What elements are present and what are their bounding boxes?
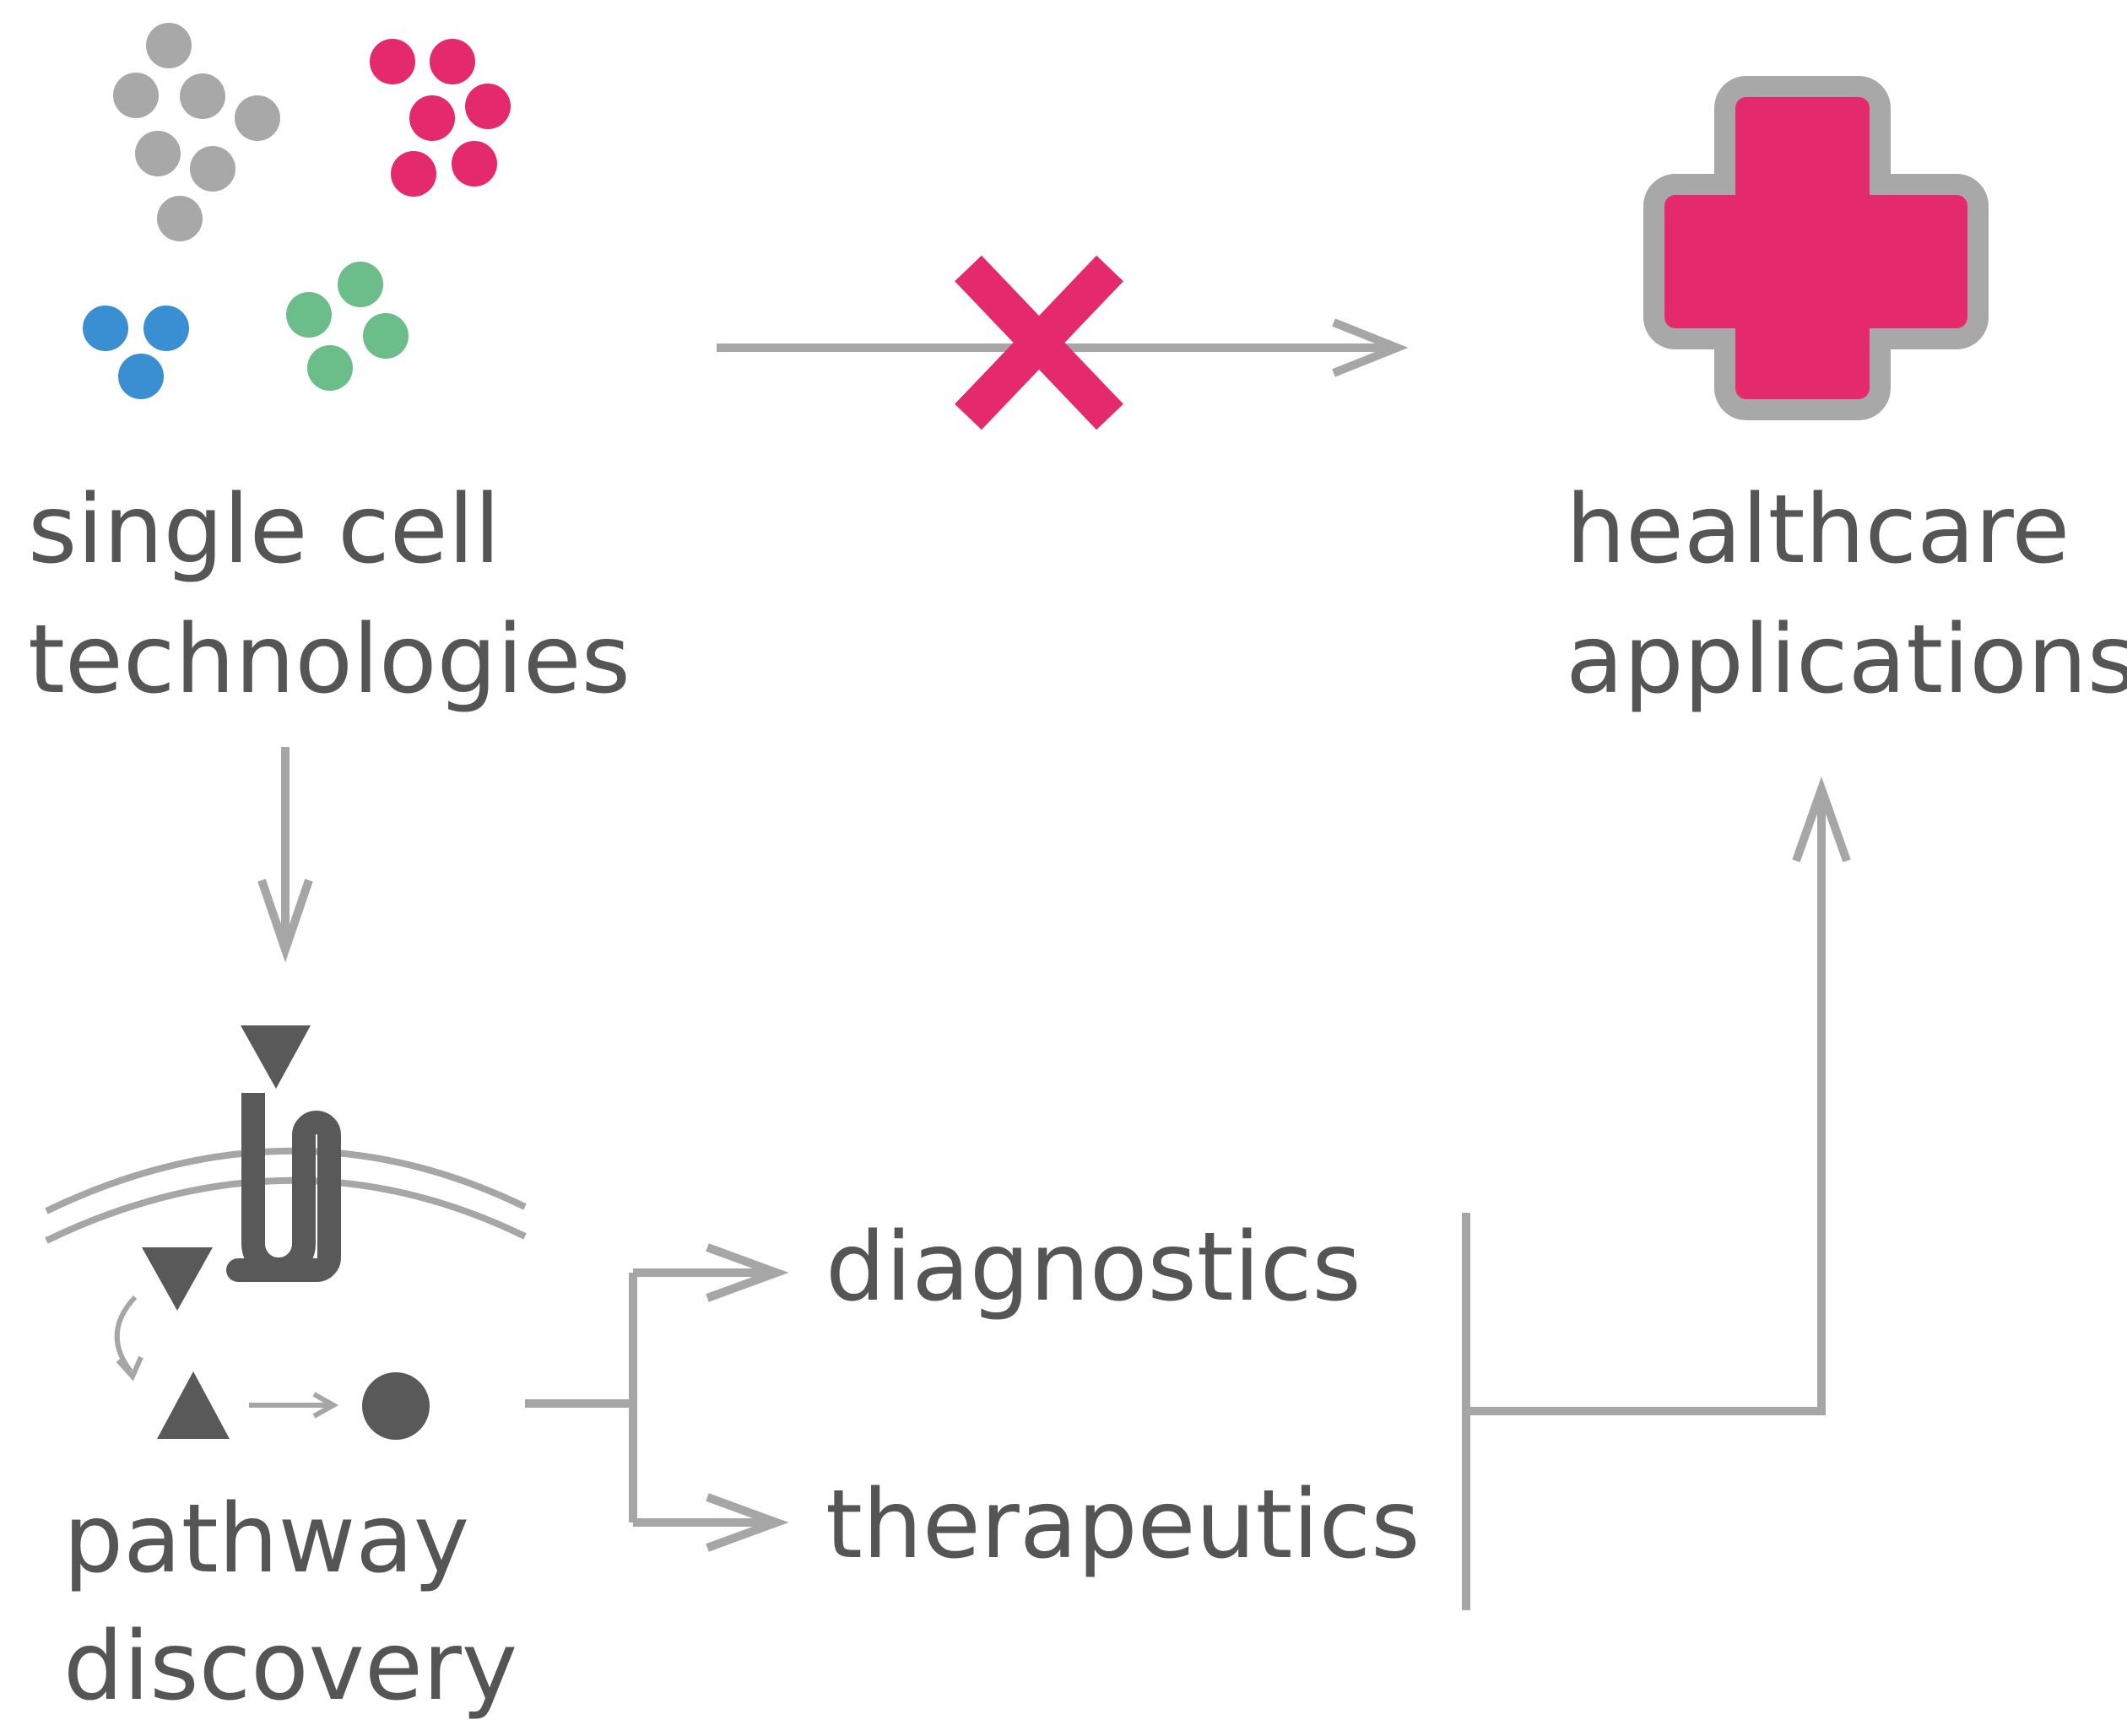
single-cell-label-line1: single cell	[28, 475, 501, 585]
healthcare-label-line1: healthcare	[1566, 475, 2070, 585]
merge-arrow	[1462, 776, 1851, 1610]
pathway-label-line1: pathway	[63, 1485, 469, 1594]
down-triangle-icon	[142, 1247, 213, 1311]
diagnostics-label: diagnostics	[825, 1213, 1361, 1322]
receptor-icon	[226, 1025, 341, 1282]
circle-node-icon	[362, 1372, 430, 1440]
single-cell-label-line2: technologies	[28, 605, 631, 715]
green-cells	[286, 262, 409, 391]
gray-cells	[113, 23, 280, 241]
down-arrow	[257, 747, 313, 963]
therapeutics-label: therapeutics	[825, 1470, 1420, 1580]
healthcare-label-line2: applications	[1566, 605, 2127, 715]
pathway-label-line2: discovery	[63, 1612, 517, 1722]
pink-cells	[370, 39, 511, 197]
branch-arrows	[525, 1243, 789, 1552]
curved-arrow-icon	[114, 1295, 138, 1373]
cross-x-icon	[955, 255, 1123, 430]
medical-plus-icon	[1643, 76, 1989, 420]
membrane-icon	[45, 1147, 527, 1244]
up-triangle-icon	[157, 1371, 230, 1439]
pathway-cascade	[114, 1247, 430, 1440]
cell-cluster-icon	[83, 23, 511, 399]
blue-cells	[83, 306, 189, 399]
